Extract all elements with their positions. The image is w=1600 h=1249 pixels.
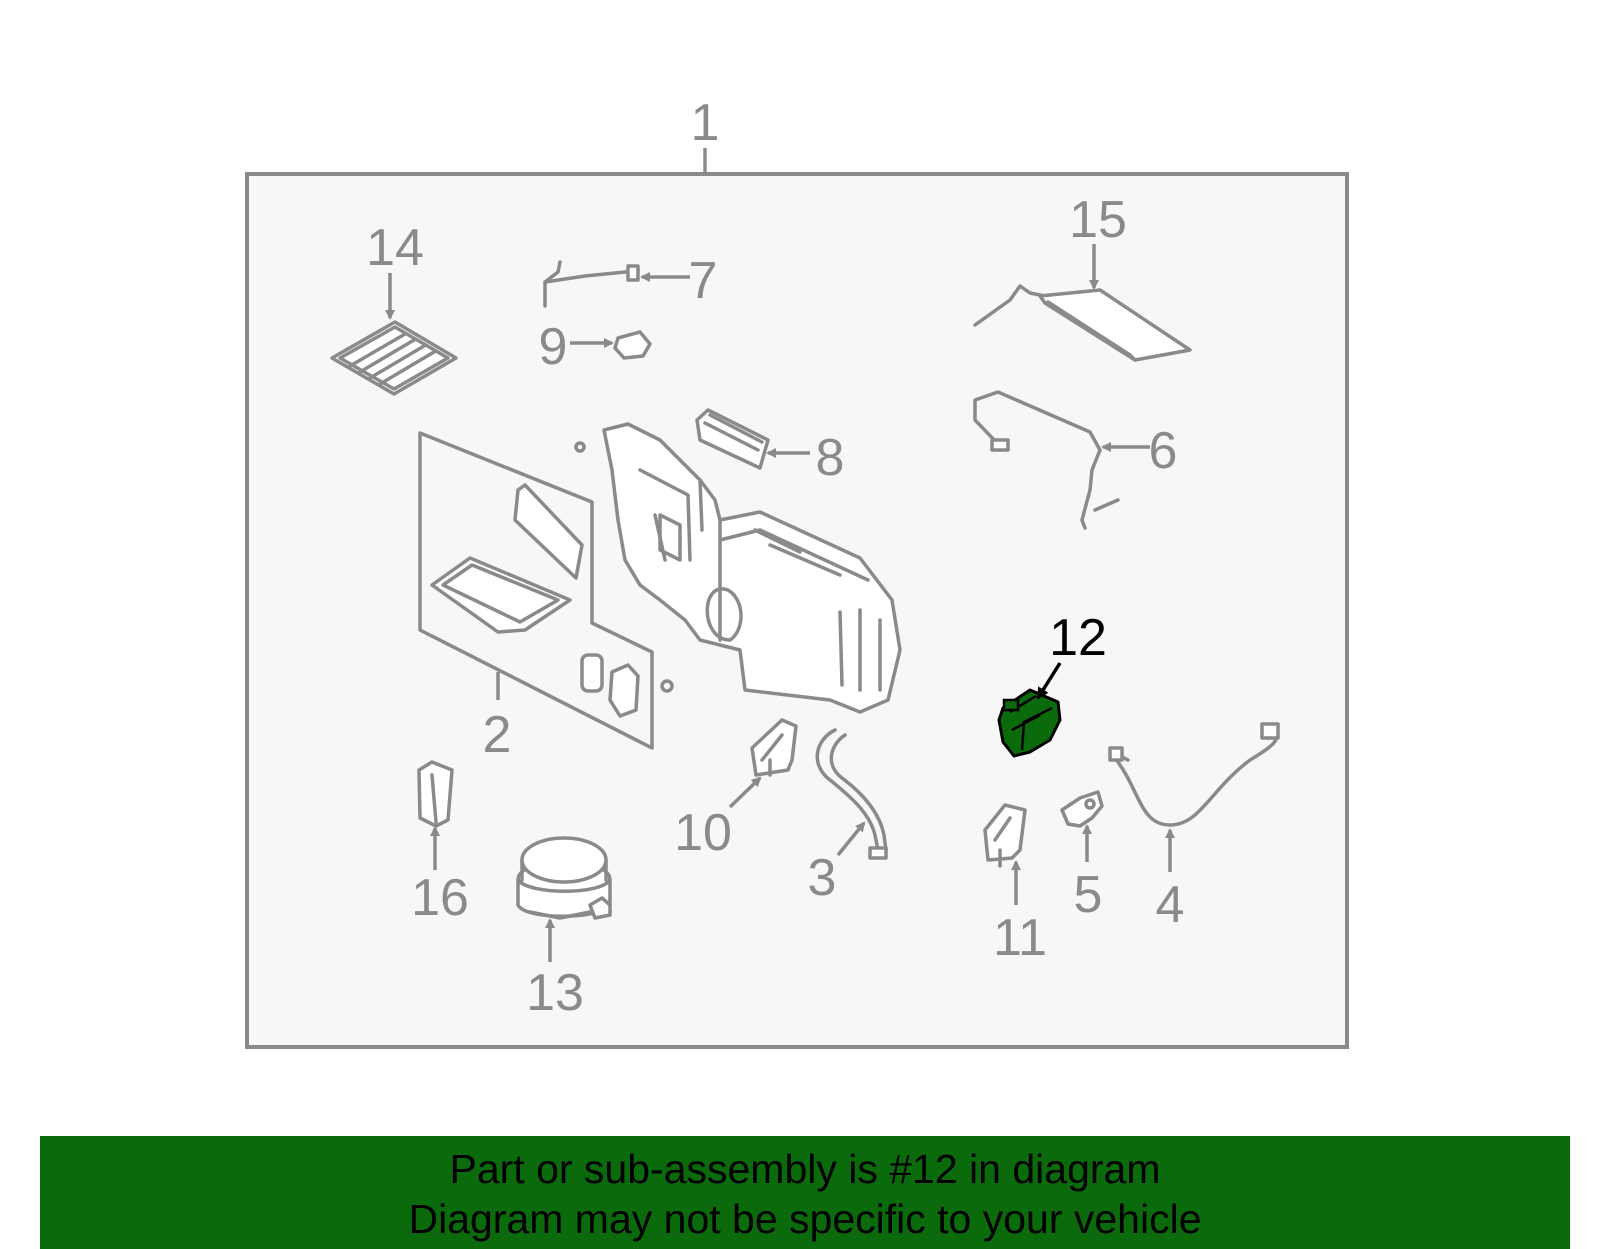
callout-15: 15	[1069, 191, 1127, 249]
part-12-actuator-highlighted[interactable]	[997, 688, 1062, 758]
callout-3-leader	[836, 821, 866, 857]
part-6-harness[interactable]	[973, 390, 1120, 530]
callout-16: 16	[411, 869, 469, 927]
part-13-blower-motor[interactable]	[516, 836, 612, 920]
callout-2: 2	[483, 706, 512, 764]
callout-12-leader	[1036, 662, 1062, 700]
callout-10-leader	[728, 776, 762, 809]
part-5-clip[interactable]	[1060, 790, 1104, 828]
part-14-filter[interactable]	[330, 320, 458, 396]
part-11-bracket[interactable]	[983, 803, 1027, 868]
callout-3: 3	[808, 849, 837, 907]
callout-13: 13	[526, 964, 584, 1022]
hvac-housing	[574, 422, 902, 714]
callout-8: 8	[816, 429, 845, 487]
callout-10: 10	[674, 804, 732, 862]
part-2-seal-set[interactable]	[418, 431, 654, 750]
part-4-cable[interactable]	[1108, 722, 1280, 827]
callout-9: 9	[539, 318, 568, 376]
part-10-bracket[interactable]	[750, 718, 798, 777]
callout-4: 4	[1156, 876, 1185, 934]
callout-7: 7	[689, 252, 718, 310]
callout-1: 1	[691, 94, 720, 152]
part-7-wire[interactable]	[543, 260, 640, 308]
part-9-clip[interactable]	[613, 330, 652, 360]
banner-line-disclaimer: Diagram may not be specific to your vehi…	[408, 1196, 1202, 1242]
callout-12: 12	[1049, 609, 1107, 667]
part-8-duct[interactable]	[695, 408, 770, 470]
info-banner: Part or sub-assembly is #12 in diagram D…	[40, 1136, 1570, 1249]
callout-14: 14	[366, 219, 424, 277]
callout-11: 11	[993, 909, 1047, 967]
callout-6: 6	[1149, 422, 1178, 480]
part-3-hose[interactable]	[815, 728, 888, 860]
banner-line-part-number: Part or sub-assembly is #12 in diagram	[449, 1146, 1161, 1192]
part-16-bracket[interactable]	[417, 760, 454, 828]
callout-5: 5	[1074, 866, 1103, 924]
part-15-evaporator[interactable]	[973, 284, 1192, 362]
